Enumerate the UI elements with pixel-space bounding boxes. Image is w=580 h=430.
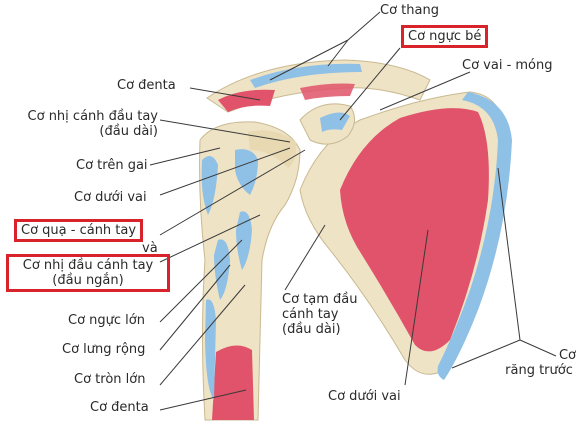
deltoid-insertion: [212, 345, 254, 420]
label-co-thang: Cơ thang: [380, 3, 439, 18]
label-co-rang-truoc: Cơ răng trước: [502, 348, 576, 378]
label-co-nguc-be: Cơ ngực bé: [401, 25, 489, 48]
humerus-tendon-2: [236, 211, 252, 270]
label-co-nhi-dau-ngan-line2: (đầu ngắn): [52, 273, 124, 288]
label-co-duoi-vai-bottom: Cơ dưới vai: [328, 389, 401, 404]
humerus-head-cap: [248, 130, 297, 168]
subscapularis-muscle: [340, 108, 489, 352]
label-co-nhi-dau-dai-line1: Cơ nhị cánh đầu tay: [27, 109, 158, 124]
label-co-nhi-dau-dai: Cơ nhị cánh đầu tay (đầu dài): [6, 109, 158, 139]
label-co-denta-top: Cơ đenta: [117, 78, 176, 93]
scapula-serratus-edge: [437, 92, 512, 380]
label-co-vai-mong: Cơ vai - móng: [462, 58, 553, 73]
label-co-nhi-dau-ngan: Cơ nhị đầu cánh tay (đầu ngắn): [6, 254, 170, 292]
label-co-rang-truoc-line1: Cơ: [558, 348, 576, 363]
clavicle-tendon: [250, 63, 362, 88]
clavicle-muscle-patch-2: [300, 83, 355, 100]
label-co-denta-bottom: Cơ đenta: [90, 400, 149, 415]
humerus-tendon-1: [235, 149, 258, 195]
label-co-rang-truoc-line2: răng trước: [505, 363, 573, 378]
humerus-bone: [199, 121, 301, 421]
label-co-tam-dau-line2: cánh tay: [282, 307, 339, 322]
humerus-tendon-left: [201, 156, 218, 215]
label-co-nhi-dau-dai-line2: (đầu dài): [99, 124, 158, 139]
label-co-tren-gai: Cơ trên gai: [76, 158, 148, 173]
label-co-lung-rong: Cơ lưng rộng: [62, 342, 146, 357]
label-co-tam-dau-line1: Cơ tạm đầu: [282, 292, 358, 307]
humerus-tendon-3: [214, 239, 230, 300]
label-co-tron-lon: Cơ tròn lớn: [74, 372, 146, 387]
leader-lines: [149, 11, 557, 411]
label-va: và: [142, 241, 158, 256]
label-co-tam-dau-line3: (đầu dài): [282, 322, 341, 337]
label-co-nguc-lon: Cơ ngực lớn: [68, 313, 145, 328]
label-co-duoi-vai-left: Cơ dưới vai: [74, 190, 147, 205]
label-co-qua-canh-tay: Cơ quạ - cánh tay: [14, 219, 144, 242]
humerus-tendon-lower: [205, 299, 216, 400]
label-co-nhi-dau-ngan-line1: Cơ nhị đầu cánh tay: [22, 258, 154, 273]
label-co-tam-dau: Cơ tạm đầu cánh tay (đầu dài): [282, 292, 357, 337]
